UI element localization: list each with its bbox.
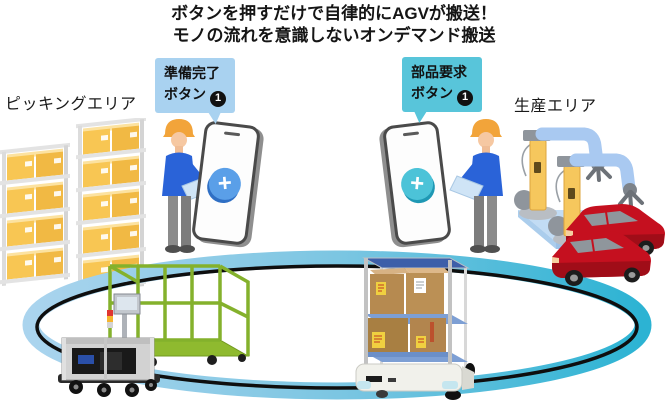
hardhat-icon	[163, 119, 195, 137]
plus-icon: +	[216, 169, 233, 198]
worker-figure	[449, 119, 503, 253]
callout-ready-line1: 準備完了	[164, 65, 220, 81]
picking-shelves-illustration	[0, 118, 146, 290]
robot-arm-front	[548, 153, 644, 246]
picking-area-label: ピッキングエリア	[5, 96, 137, 113]
agv-robot-base	[355, 363, 474, 398]
robot-arm-back	[514, 127, 612, 220]
diagram-title: ボタンを押すだけで自律的にAGVが搬送！ モノの流れを意識しないオンデマンド搬送	[0, 3, 668, 47]
step-1-badge: 1	[457, 89, 473, 106]
shelf-cart	[362, 257, 475, 400]
diagram-title-line2: モノの流れを意識しないオンデマンド搬送	[172, 26, 496, 45]
callout-tail	[207, 110, 225, 124]
plus-icon: +	[408, 169, 426, 198]
cardboard-boxes-top	[370, 268, 450, 314]
agv-call-button-request: +	[399, 166, 435, 202]
magnetic-guide-line	[35, 264, 639, 390]
clipboard	[449, 175, 484, 201]
cars-illustration	[551, 203, 666, 287]
agv-tractor	[58, 293, 160, 397]
step-1-badge: 1	[210, 90, 226, 107]
hardhat-icon	[470, 119, 502, 137]
shelf-rack-left	[0, 142, 70, 286]
phone-speaker	[223, 131, 241, 137]
worker-right	[449, 119, 503, 253]
smartphone-right: +	[381, 120, 453, 246]
agv-shelf-robot	[355, 257, 475, 400]
agv-call-button-ready: +	[207, 166, 243, 202]
callout-request-line1: 部品要求	[411, 64, 467, 80]
agv-track-loop	[22, 250, 652, 400]
diagram-title-line1: ボタンを押すだけで自律的にAGVが搬送！	[171, 4, 497, 23]
cardboard-boxes-middle	[366, 318, 446, 354]
shelf-rack-right	[76, 118, 146, 290]
phone-speaker	[402, 131, 420, 137]
production-area-label: 生産エリア	[514, 98, 597, 115]
agv-tow-tractor-with-cage-cart	[58, 264, 250, 397]
